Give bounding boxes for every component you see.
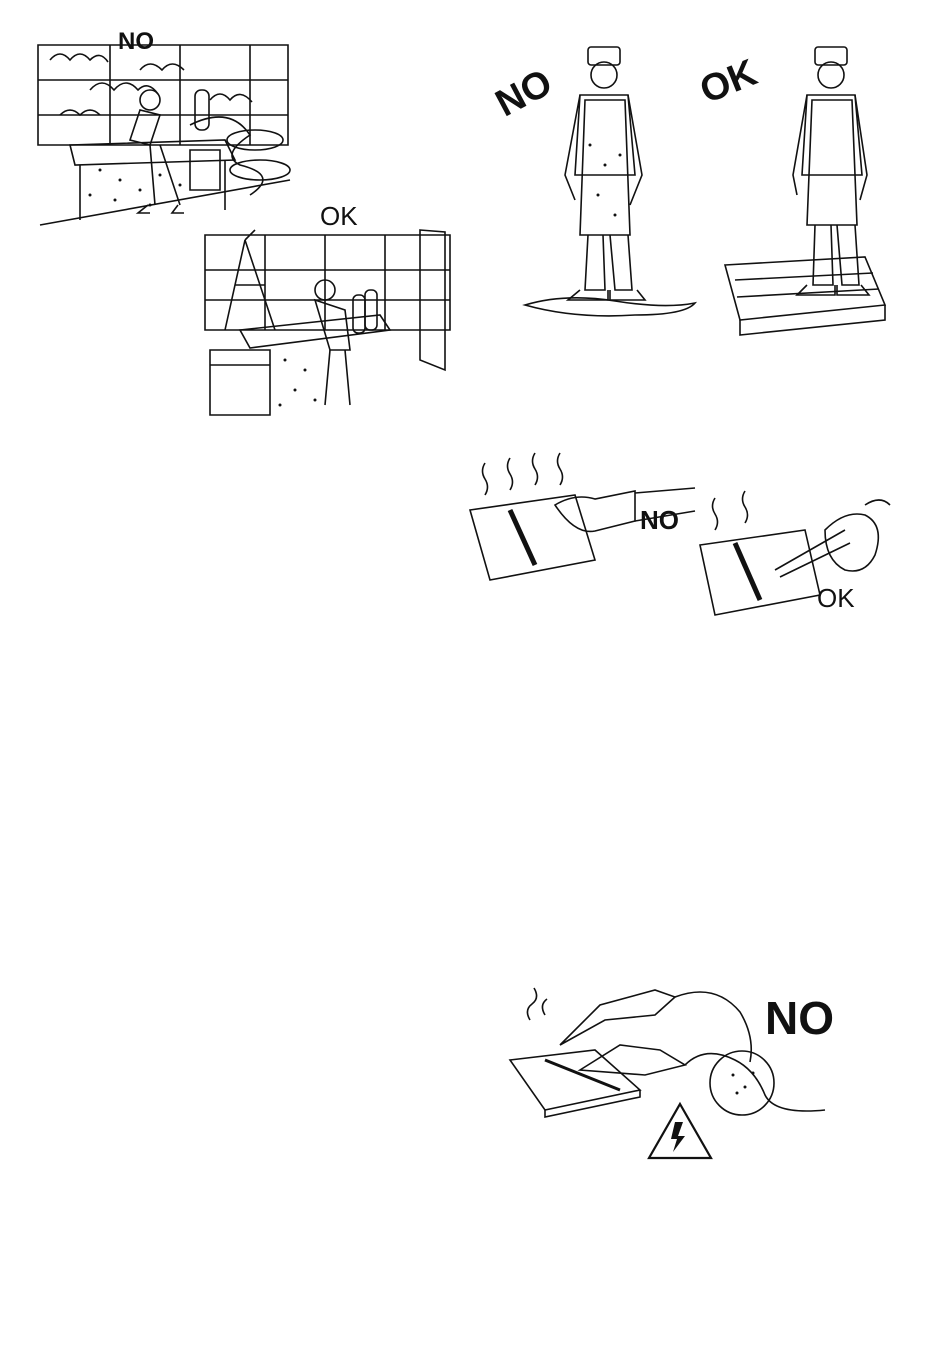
fume-no-label: NO: [118, 30, 154, 54]
hot-workpiece-figure: NO OK: [465, 455, 905, 630]
electric-shock-warning-icon: [645, 1100, 715, 1162]
hot-workpiece-ok-label: OK: [817, 585, 855, 611]
damaged-cable-figure: NO: [505, 975, 845, 1165]
extraction-booth-drawing: [30, 30, 450, 430]
insulation-figure: NO OK: [480, 35, 900, 355]
fume-ok-label: OK: [320, 203, 358, 229]
damaged-cable-no-label: NO: [765, 995, 834, 1041]
fume-extraction-figure: NO OK: [30, 30, 450, 430]
hot-workpiece-no-label: NO: [640, 507, 679, 533]
